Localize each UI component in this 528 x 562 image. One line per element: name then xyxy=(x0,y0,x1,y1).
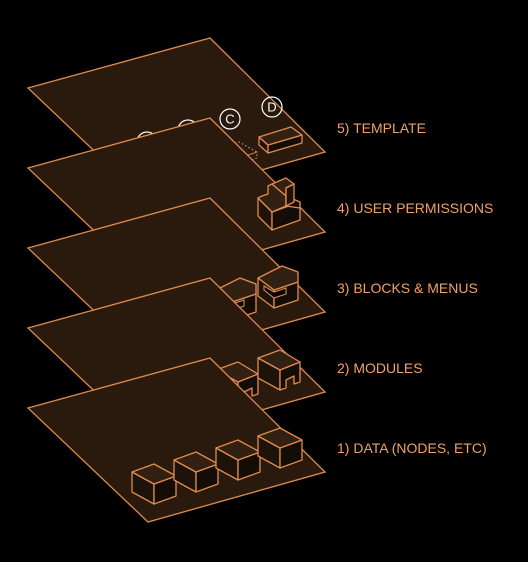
permissions-block xyxy=(257,177,301,231)
label-user-permissions: 4) USER PERMISSIONS xyxy=(337,200,493,216)
svg-text:C: C xyxy=(225,112,234,127)
data-plane xyxy=(26,357,327,523)
module-block-3 xyxy=(257,349,301,391)
data-block-3 xyxy=(215,439,261,481)
data-block-4 xyxy=(257,427,303,469)
label-data: 1) DATA (NODES, ETC) xyxy=(337,440,487,456)
template-block-d xyxy=(258,126,303,154)
layer-data xyxy=(26,357,327,523)
menus-block-2 xyxy=(257,265,299,309)
data-block-2 xyxy=(173,451,219,493)
label-blocks-menus: 3) BLOCKS & MENUS xyxy=(337,280,478,296)
data-block-1 xyxy=(131,463,177,505)
svg-text:D: D xyxy=(267,100,276,115)
label-template: 5) TEMPLATE xyxy=(337,120,426,136)
marker-d: D xyxy=(261,96,283,118)
marker-c: C xyxy=(219,108,241,130)
label-modules: 2) MODULES xyxy=(337,360,423,376)
